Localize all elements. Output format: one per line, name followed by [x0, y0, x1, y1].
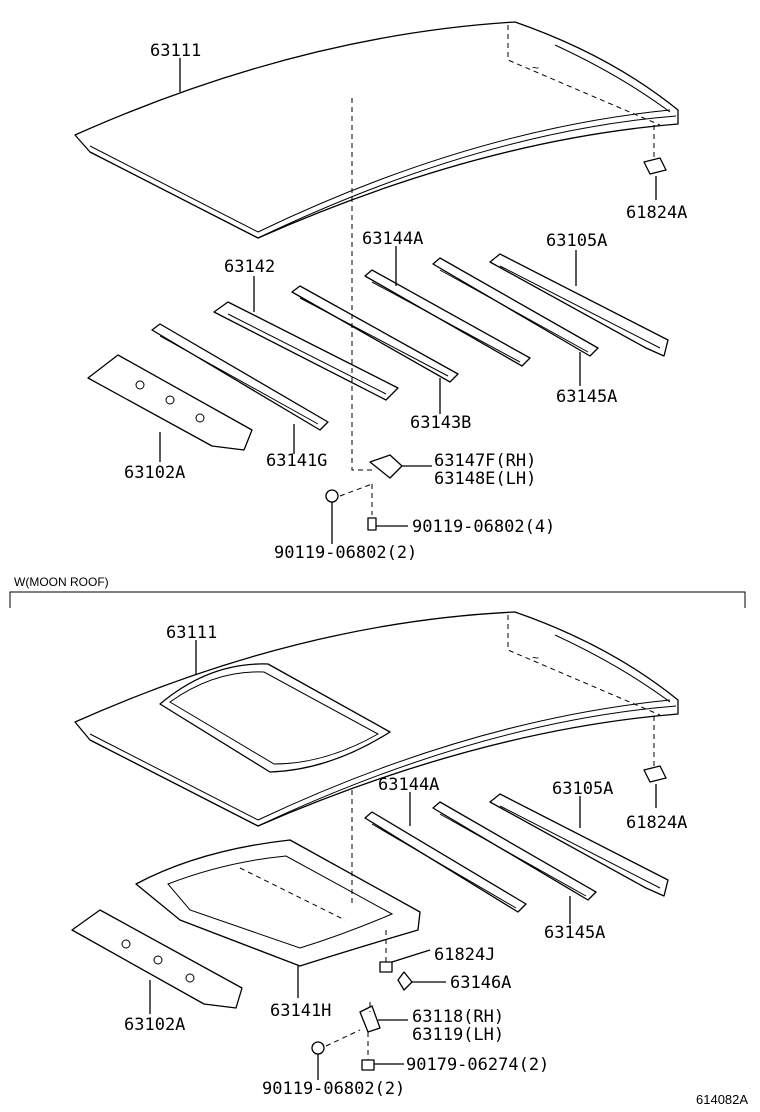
roof-bows-top [87, 253, 669, 451]
label-bracket-rh-top: 63147F(RH) [434, 451, 536, 471]
label-rail-rear-top: 63105A [546, 231, 607, 251]
moonroof-frame [135, 839, 421, 967]
top-section: ~ [74, 21, 687, 563]
brackets-bottom [311, 930, 413, 1071]
label-bow-d-bottom: 63145A [544, 923, 605, 943]
roof-panel-bottom: ~ [74, 611, 679, 827]
roof-panel-top: ~ [74, 21, 679, 239]
rail-front-bottom [71, 909, 243, 1009]
label-bow-a-top: 63144A [362, 229, 423, 249]
label-bolt-2-top: 90119-06802(2) [274, 543, 417, 563]
brackets-top [325, 454, 403, 531]
label-bow-a-bottom: 63144A [378, 775, 439, 795]
label-rail-front-top: 63102A [124, 463, 185, 483]
label-rail-rear-bottom: 63105A [552, 779, 613, 799]
label-bracket-lh-bottom: 63119(LH) [412, 1025, 504, 1045]
label-nut-bottom: 90179-06274(2) [406, 1055, 549, 1075]
label-bracket-lh-top: 63148E(LH) [434, 469, 536, 489]
leaders-bottom [149, 640, 581, 1080]
label-roof-bottom: 63111 [166, 623, 217, 643]
label-section-heading: W(MOON ROOF) [14, 575, 109, 589]
label-bolt-4-top: 90119-06802(4) [412, 517, 555, 537]
label-clip-right-bottom: 61824A [626, 813, 687, 833]
label-bow-d-top: 63145A [556, 387, 617, 407]
label-clip-right-top: 61824A [626, 203, 687, 223]
svg-text:~: ~ [532, 651, 539, 665]
label-bracket-rh-bottom: 63118(RH) [412, 1007, 504, 1027]
label-clip-146-bottom: 63146A [450, 973, 511, 993]
leaders-top [159, 58, 581, 544]
clip-61824a-bottom [643, 716, 667, 808]
label-bolt-2-bottom: 90119-06802(2) [262, 1079, 405, 1099]
label-rail-front-bottom: 63102A [124, 1015, 185, 1035]
labels-top: 63111 61824A 63144A 63105A 63142 63143B … [124, 41, 687, 563]
label-bow-c-top: 63143B [410, 413, 471, 433]
roof-bows-bottom [364, 793, 669, 913]
label-frame-bottom: 63141H [270, 1001, 331, 1021]
label-clip-j-bottom: 61824J [434, 945, 495, 965]
label-bow-e-top: 63141G [266, 451, 327, 471]
bottom-section: ~ [71, 611, 687, 1099]
label-bow-b-top: 63142 [224, 257, 275, 277]
diagram-code: 614082A [696, 1092, 748, 1107]
moonroof-heading: W(MOON ROOF) [9, 575, 746, 608]
clip-61824a-top [643, 125, 667, 200]
labels-bottom: 63111 63144A 63105A 61824A 63145A 63141H… [124, 623, 687, 1099]
svg-text:~: ~ [532, 61, 539, 75]
label-roof-top: 63111 [150, 41, 201, 61]
